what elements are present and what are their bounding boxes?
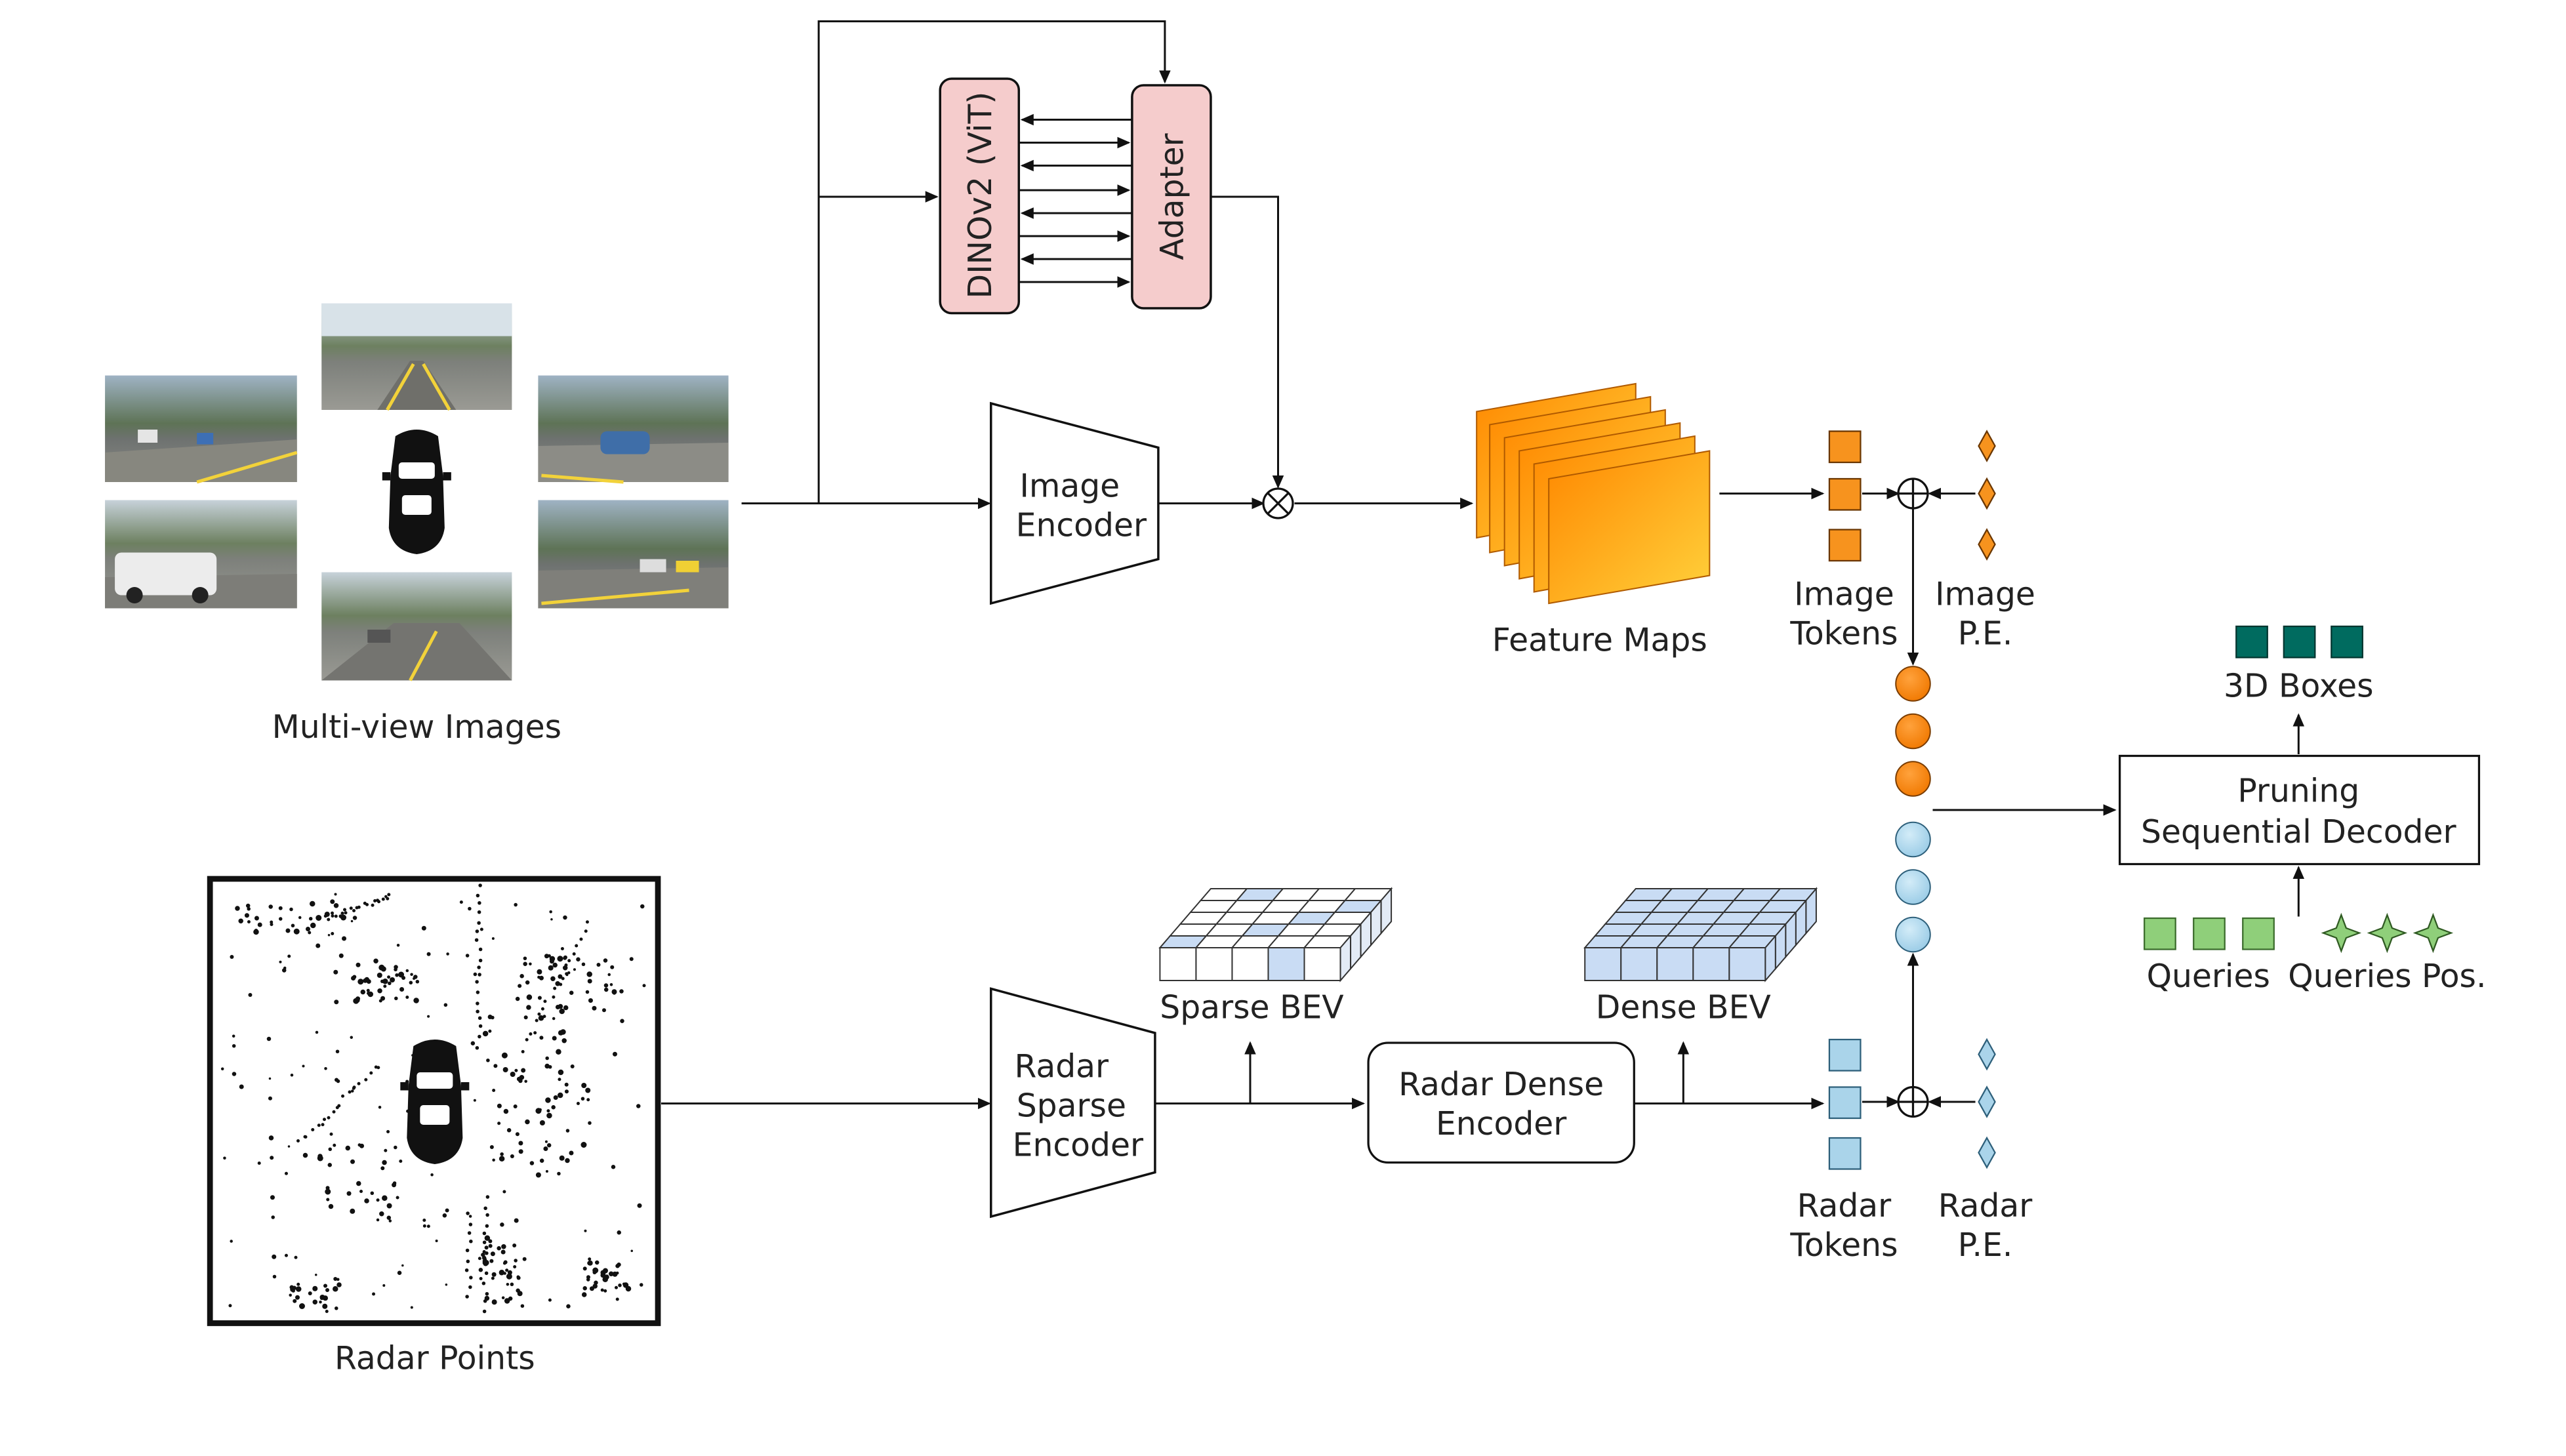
camera-image-back-left: [105, 500, 297, 609]
image-pe-diamonds: [1978, 430, 1996, 561]
four-point-star-icon: [2321, 912, 2362, 954]
radar-tokens-label-line2: Tokens: [1789, 1227, 1898, 1264]
adapter-label: Adapter: [1154, 132, 1191, 260]
fused-token-column: [1895, 666, 1931, 953]
radar-dense-encoder-block: [1367, 1041, 1635, 1164]
radar-dense-encoder-line1: Radar Dense: [1398, 1066, 1604, 1103]
image-tokens-label-line2: Tokens: [1789, 616, 1898, 653]
sparse-bev-grid: [1158, 887, 1393, 982]
image-pe-label-line2: P.E.: [1958, 616, 2013, 653]
radar-tokens-label-line1: Radar: [1797, 1188, 1892, 1224]
radar-points-label: Radar Points: [335, 1341, 535, 1377]
radar-sparse-encoder-block: [990, 987, 1156, 1219]
image-pe-label-line1: Image: [1935, 576, 2035, 613]
image-encoder-block: [990, 401, 1160, 605]
radar-pe-label-line1: Radar: [1938, 1188, 2033, 1224]
circle-plus-icon: [1897, 1085, 1929, 1118]
radar-sparse-encoder-line1: Radar: [1015, 1049, 1110, 1085]
feature-maps-stack: [1476, 382, 1711, 605]
dino-adapter-connections: [1019, 113, 1132, 288]
camera-image-back: [321, 572, 512, 681]
camera-image-front: [321, 303, 512, 411]
car-top-view-icon: [400, 1040, 470, 1164]
radar-sparse-encoder-line2: Sparse: [1017, 1088, 1126, 1125]
multiview-images: [105, 303, 729, 681]
multiview-images-label: Multi-view Images: [272, 709, 561, 746]
radar-pe-diamonds: [1978, 1038, 1996, 1169]
sparse-bev-label: Sparse BEV: [1160, 990, 1343, 1026]
boxes-3d-label: 3D Boxes: [2224, 668, 2374, 705]
queries-pos-label: Queries Pos.: [2288, 958, 2486, 995]
four-point-star-icon: [2367, 912, 2408, 954]
image-branch-arrows: [741, 20, 1976, 666]
image-encoder-label-line2: Encoder: [1016, 508, 1147, 544]
car-top-view-icon: [382, 430, 451, 554]
radar-tokens: [1828, 1038, 1862, 1170]
dense-bev-label: Dense BEV: [1596, 990, 1771, 1026]
dense-bev-grid: [1583, 887, 1818, 982]
dino-block: [939, 77, 1021, 315]
camera-image-front-right: [538, 375, 729, 484]
image-encoder-label-line1: Image: [1019, 468, 1120, 505]
four-point-star-icon: [2413, 912, 2454, 954]
camera-image-front-left: [105, 375, 298, 484]
camera-image-back-right: [538, 500, 729, 609]
feature-maps-label: Feature Maps: [1492, 622, 1707, 659]
decoder-label-line1: Pruning: [2237, 773, 2359, 810]
radar-point-cloud: [220, 883, 646, 1314]
radar-dense-encoder-line2: Encoder: [1436, 1106, 1567, 1143]
queries-label: Queries: [2147, 958, 2270, 995]
dino-label: DINOv2 (ViT): [962, 92, 999, 299]
decoder-block: [2119, 754, 2481, 866]
query-squares: [2144, 917, 2275, 950]
image-tokens: [1828, 430, 1862, 562]
radar-pe-label-line2: P.E.: [1958, 1227, 2013, 1264]
circle-times-icon: [1262, 487, 1294, 519]
output-3d-boxes: [2235, 625, 2363, 658]
query-pos-stars: [2321, 912, 2454, 954]
decoder-label-line2: Sequential Decoder: [2141, 814, 2456, 851]
circle-plus-icon: [1897, 477, 1929, 510]
radar-branch-arrows: [661, 952, 1976, 1110]
image-tokens-label-line1: Image: [1794, 576, 1894, 613]
radar-sparse-encoder-line3: Encoder: [1013, 1127, 1144, 1164]
